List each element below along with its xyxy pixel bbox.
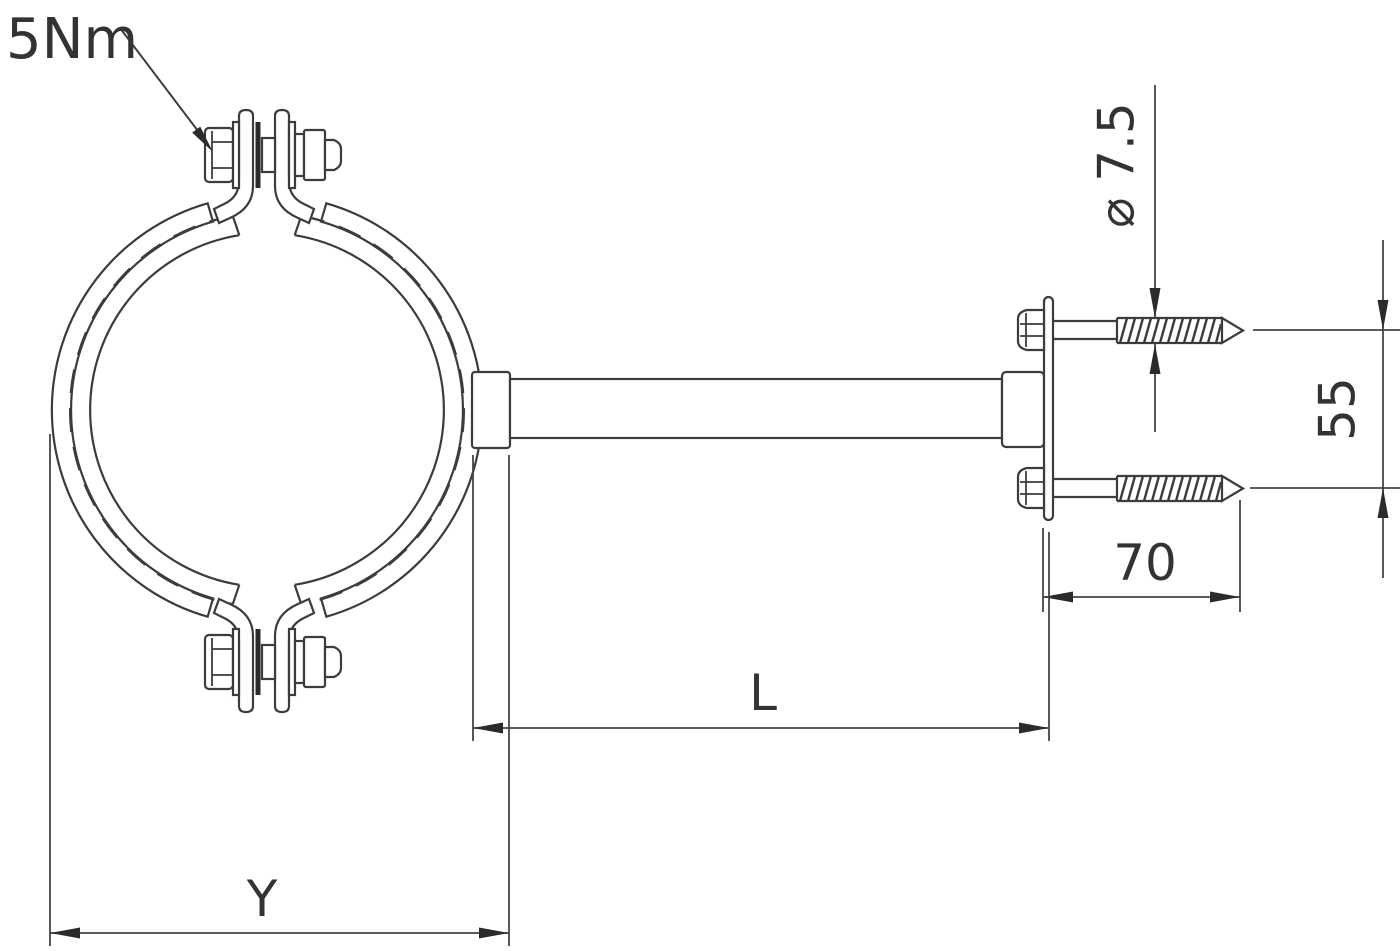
hex-nut-top	[203, 126, 235, 184]
dimension-screw-length: 70	[1042, 500, 1241, 612]
screw-length-label: 70	[1113, 534, 1177, 592]
bolt-tip-top	[323, 138, 343, 172]
width-arrow-left	[50, 927, 80, 939]
torque-leader: 5Nm	[6, 7, 213, 152]
rod-coupling	[1000, 370, 1046, 449]
rubber-lining-inner-right	[294, 234, 445, 586]
dimension-diameter: ⌀ 7.5	[1088, 85, 1161, 432]
torque-label: 5Nm	[6, 7, 138, 72]
screw-top-hex-head	[1016, 308, 1046, 352]
leader-arrowhead	[192, 126, 213, 152]
screw-bottom-point	[1220, 474, 1246, 503]
screw-top-point	[1220, 316, 1246, 345]
screw-bottom	[1016, 466, 1246, 510]
clamp-band-left	[50, 201, 215, 619]
dimension-rod-length: L	[472, 455, 1050, 741]
clamp-ring	[50, 108, 484, 714]
bolt-step-top	[293, 132, 306, 178]
screw-bottom-hex-head	[1016, 466, 1046, 510]
nut-block-top	[302, 128, 327, 182]
rod-length-label: L	[749, 664, 777, 722]
tension-bolt-top	[203, 120, 343, 190]
threaded-rod	[508, 377, 1004, 440]
rubber-end-caps	[231, 215, 303, 605]
diameter-label: ⌀ 7.5	[1088, 102, 1146, 228]
length70-arrow-left	[1043, 591, 1073, 603]
washer-top-left	[231, 120, 241, 190]
screw-bottom-shank	[1053, 477, 1117, 499]
rubber-lining-dashed-right	[301, 214, 466, 606]
bolt-spacer-bottom	[260, 643, 277, 681]
rod-assembly	[470, 295, 1055, 522]
clamp-flange-top-left	[212, 108, 255, 225]
hex-nut-top-facets	[211, 131, 233, 179]
rubber-lining-inner-left	[89, 234, 240, 586]
rodlen-arrow-left	[473, 722, 503, 734]
dimension-screw-spacing: 55	[1250, 240, 1400, 578]
bolt-step-bottom	[293, 639, 306, 685]
hex-nut-bottom-facets	[211, 638, 233, 686]
screw-top-shank	[1053, 319, 1117, 341]
wall-plate	[1042, 295, 1055, 522]
screw-top-thread-hatch	[1118, 317, 1223, 344]
spacing-arrow-top	[1377, 300, 1389, 330]
rubber-lining-dashed-left	[68, 214, 233, 606]
screw-top-head-facets	[1020, 313, 1044, 347]
dimension-clamp-width: Y	[49, 434, 510, 946]
tension-bolt-bottom	[203, 627, 343, 697]
dia-arrow-upper	[1149, 288, 1161, 318]
width-arrow-right	[479, 927, 509, 939]
clamp-flange-bottom-left	[212, 597, 255, 714]
washer-bottom-left	[231, 627, 241, 697]
bolt-tip-bottom	[323, 645, 343, 679]
screw-spacing-label: 55	[1309, 377, 1367, 441]
length70-arrow-right	[1210, 591, 1240, 603]
clamp-flange-top-right	[273, 108, 316, 225]
bolt-spacer-top	[260, 136, 277, 174]
leader-line	[119, 27, 199, 132]
rodlen-arrow-right	[1019, 722, 1049, 734]
nut-block-bottom	[302, 635, 327, 689]
screw-bottom-thread-hatch	[1118, 475, 1223, 502]
spacing-arrow-bottom	[1377, 488, 1389, 518]
dia-arrow-lower	[1149, 344, 1161, 374]
hex-nut-bottom	[203, 633, 235, 691]
clamp-boss	[470, 370, 512, 450]
clamp-band-right	[319, 201, 484, 619]
clamp-width-label: Y	[246, 870, 278, 928]
clamp-flange-bottom-right	[273, 597, 316, 714]
screw-bottom-head-facets	[1020, 471, 1044, 505]
screw-top	[1016, 308, 1246, 352]
